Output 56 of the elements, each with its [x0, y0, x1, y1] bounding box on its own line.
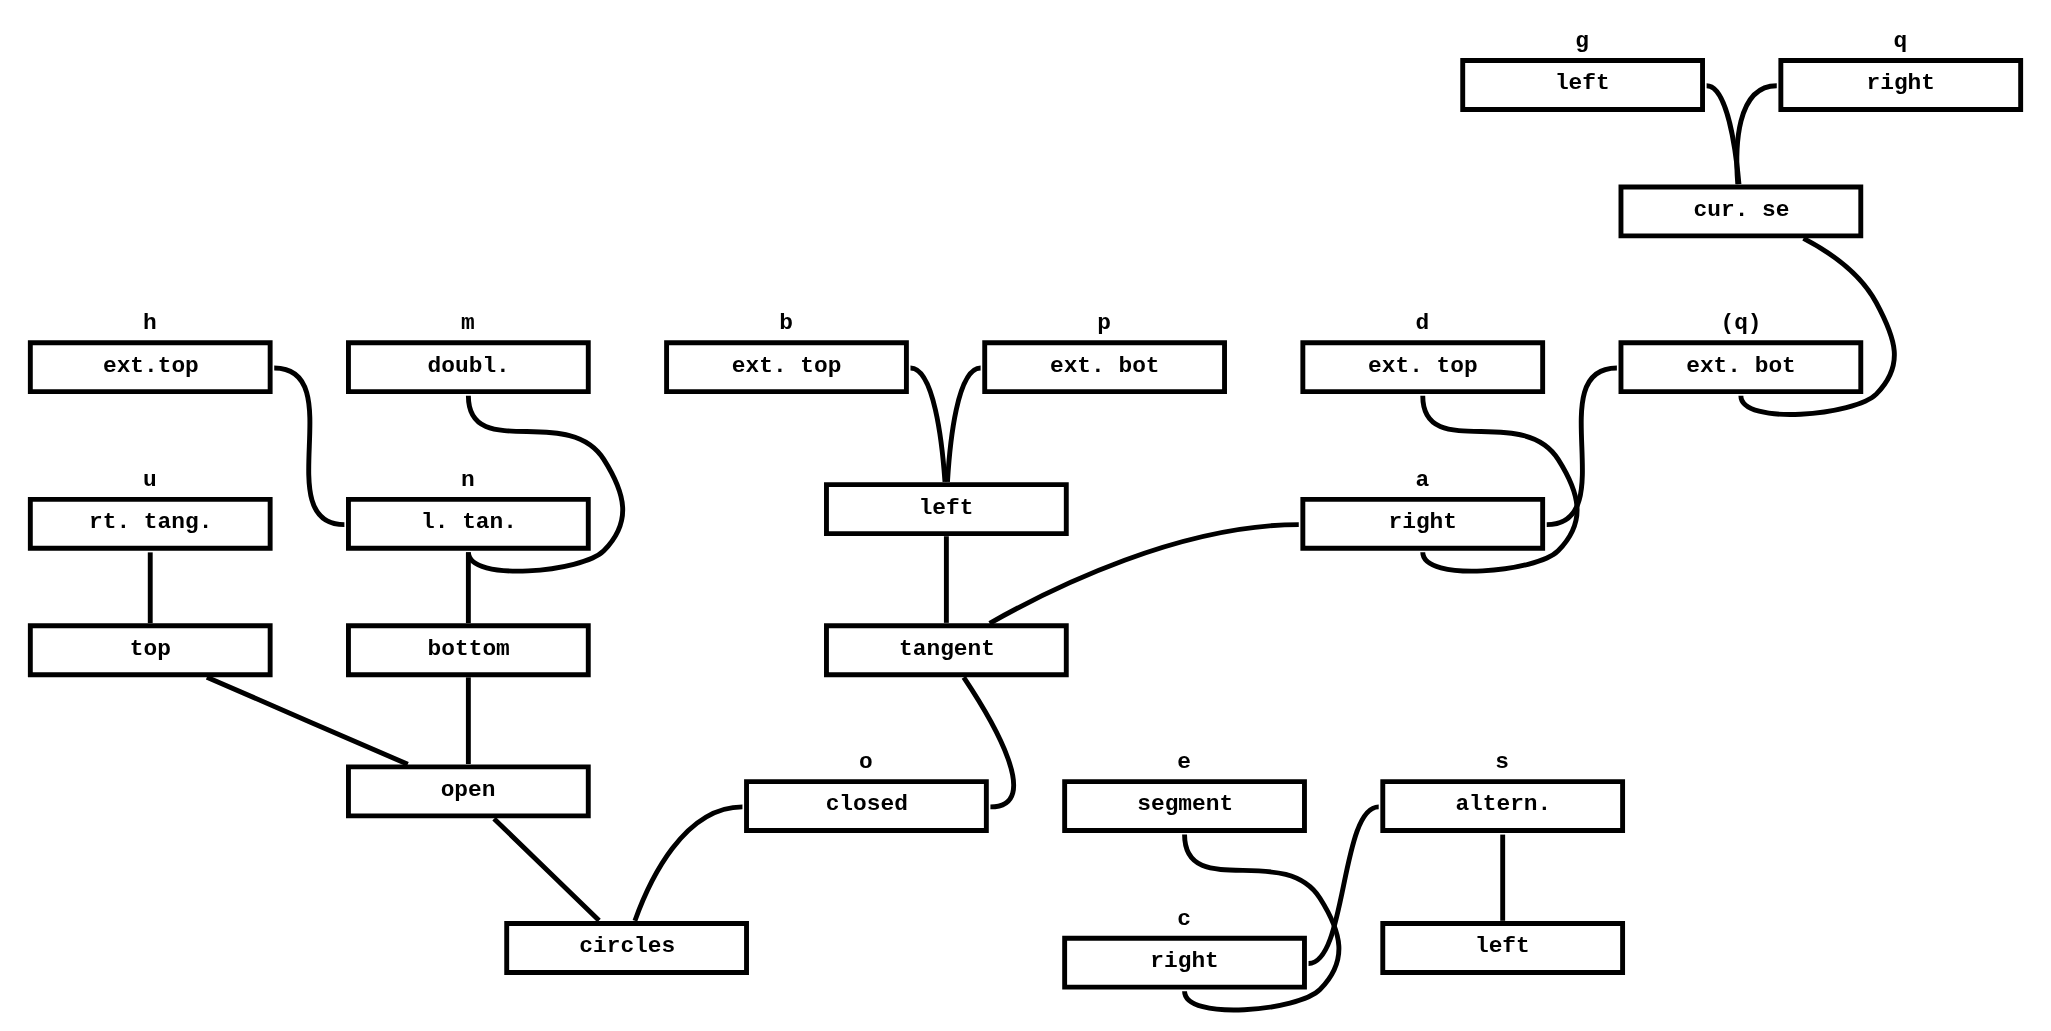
node-label: s: [1495, 749, 1510, 776]
node-box: ext. bot: [982, 340, 1227, 395]
connector: [961, 676, 1017, 810]
node-box: right: [1778, 58, 2024, 112]
node-label: u: [142, 466, 157, 493]
node-box: left: [1380, 921, 1626, 975]
connector: [465, 552, 471, 624]
node-label: (q): [1720, 310, 1762, 337]
node-label: b: [779, 310, 793, 337]
node-box: doubl.: [346, 340, 591, 395]
connector: [492, 816, 601, 923]
node-box: ext. bot: [1618, 340, 1864, 395]
connector: [1738, 236, 1897, 417]
connector: [273, 365, 345, 528]
node-box: l. tan.: [346, 496, 591, 551]
connector: [147, 552, 153, 624]
node-box: left: [824, 482, 1069, 537]
connector: [1734, 83, 1778, 185]
node-label: d: [1415, 310, 1430, 337]
node-box: segment: [1062, 779, 1307, 833]
connector: [465, 677, 471, 764]
connector: [909, 365, 948, 483]
node-box: closed: [744, 779, 989, 833]
connector: [632, 804, 743, 922]
node-label: a: [1415, 466, 1430, 493]
node-label: q: [1893, 27, 1908, 54]
connector: [1706, 83, 1742, 185]
node-box: open: [346, 764, 591, 819]
node-box: tangent: [824, 623, 1069, 678]
node-box: ext.top: [27, 340, 273, 395]
node-box: ext. top: [1300, 340, 1546, 395]
connector: [1307, 804, 1380, 966]
node-box: altern.: [1380, 779, 1626, 833]
node-label: g: [1575, 27, 1589, 54]
connector: [1546, 365, 1618, 528]
node-label: m: [461, 310, 475, 337]
node-box: bottom: [346, 623, 591, 678]
node-label: o: [859, 749, 873, 776]
node-label: e: [1177, 749, 1191, 776]
node-box: ext. top: [664, 340, 909, 395]
node-box: cur. se: [1618, 184, 1864, 239]
node-box: rt. tang.: [27, 496, 273, 551]
node-label: h: [142, 310, 157, 337]
node-box: left: [1460, 58, 1705, 112]
node-box: right: [1300, 496, 1546, 551]
node-box: right: [1062, 935, 1307, 990]
node-label: c: [1177, 905, 1191, 932]
connector: [988, 522, 1299, 626]
node-box: circles: [504, 921, 749, 975]
node-label: n: [461, 466, 475, 493]
node-label: p: [1097, 310, 1111, 337]
node-box: top: [27, 623, 273, 678]
connector: [205, 675, 409, 767]
connector: [945, 365, 982, 483]
connector: [1500, 834, 1506, 921]
connector: [943, 536, 949, 623]
